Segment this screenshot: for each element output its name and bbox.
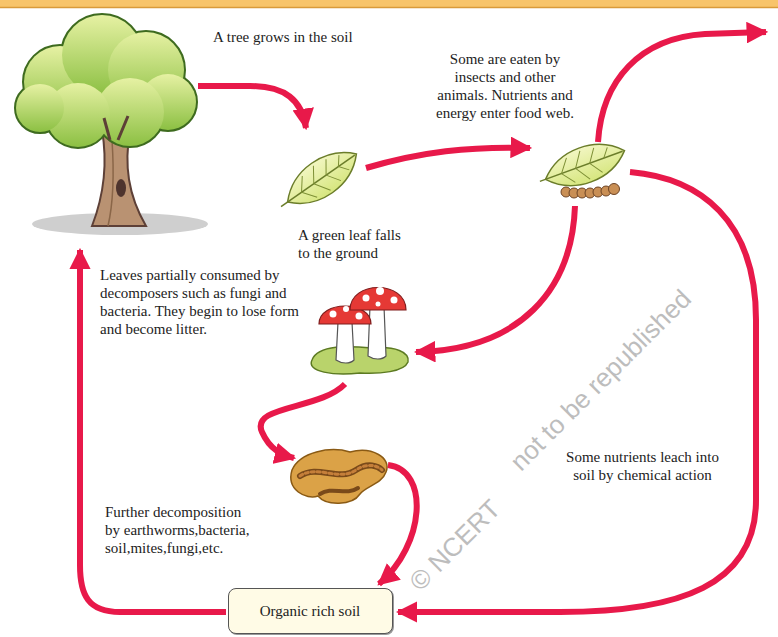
tree-illustration <box>16 15 208 235</box>
box-label: Organic rich soil <box>260 602 361 620</box>
watermark: not to be republished <box>504 284 697 477</box>
step-note: Some are eaten by insects and other anim… <box>430 50 580 122</box>
fungi-illustration <box>311 287 408 374</box>
step-note: Some nutrients leach into soil by chemic… <box>560 448 725 484</box>
step-note: A green leaf falls to the ground <box>298 226 408 262</box>
soil-box: Organic rich soil <box>228 588 393 634</box>
falling-leaf <box>271 139 367 221</box>
cycle-arrows <box>80 32 766 612</box>
earthworm-illustration <box>291 450 387 504</box>
watermark: © NCERT <box>404 494 507 597</box>
step-note: A tree grows in the soil <box>213 28 353 46</box>
step-note: Further decomposition by earthworms,bact… <box>105 503 255 557</box>
step-note: Leaves partially consumed by decomposers… <box>100 266 310 338</box>
caterpillar <box>561 184 620 199</box>
top-band <box>0 0 778 8</box>
eaten-leaf <box>534 134 631 199</box>
